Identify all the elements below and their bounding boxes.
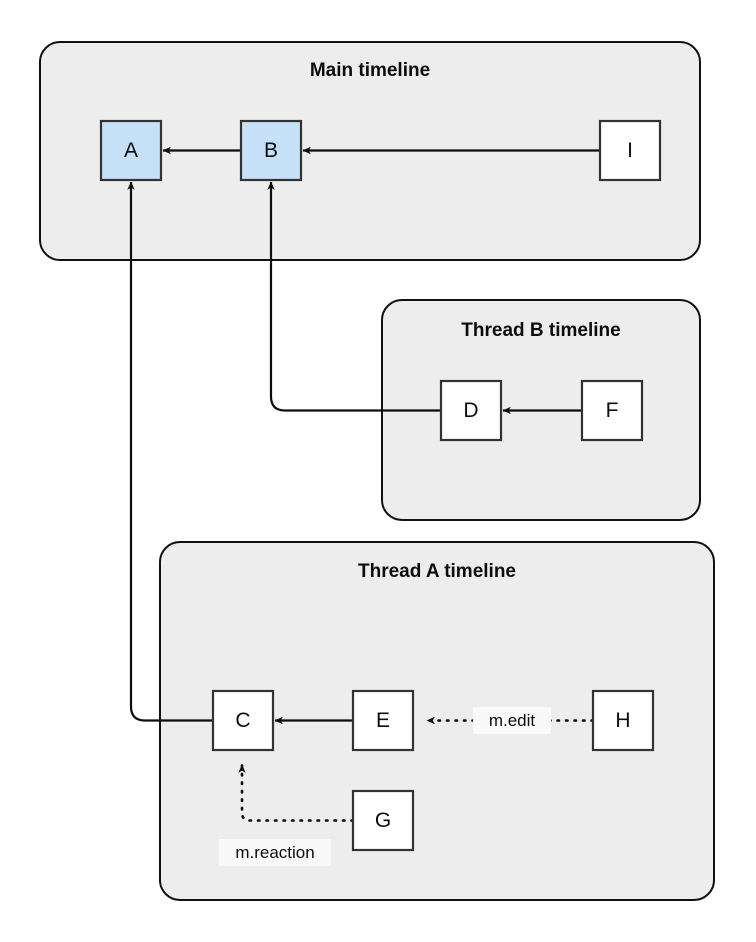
event-node-b-label: B (264, 139, 278, 162)
event-node-c[interactable]: C (211, 689, 275, 752)
diagram-edge-labels: m.edit m.reaction (219, 707, 551, 866)
edge-c-to-a[interactable] (127, 181, 213, 722)
event-node-h-label: H (615, 709, 630, 732)
container-thread-b-timeline-title: Thread B timeline (461, 320, 620, 341)
event-node-g-rect (351, 789, 415, 852)
event-node-d-rect (439, 379, 503, 442)
event-node-d[interactable]: D (439, 379, 503, 442)
event-node-f[interactable]: F (580, 379, 644, 442)
event-node-b-rect (239, 119, 303, 182)
edge-label-m-edit-text: m.edit (489, 711, 536, 730)
event-node-e[interactable]: E (351, 689, 415, 752)
container-thread-a-timeline-title: Thread A timeline (358, 561, 516, 582)
event-node-g[interactable]: G (351, 789, 415, 852)
event-node-f-label: F (606, 399, 619, 422)
event-node-i-label: I (627, 139, 633, 162)
diagram-event-nodes: A B I D F C (99, 119, 662, 852)
event-node-e-rect (351, 689, 415, 752)
event-node-e-label: E (376, 709, 390, 732)
event-node-a[interactable]: A (99, 119, 163, 182)
edge-g-to-c-m-reaction[interactable] (238, 763, 355, 822)
edge-label-m-reaction-bg (219, 839, 331, 866)
edge-label-m-reaction-text: m.reaction (235, 843, 314, 862)
event-node-i-rect (598, 119, 662, 182)
event-node-d-label: D (463, 399, 478, 422)
container-main-timeline-title: Main timeline (310, 60, 430, 81)
edge-label-m-edit: m.edit (473, 707, 551, 734)
edge-label-m-edit-bg (473, 707, 551, 734)
timeline-containers: Main timeline Thread B timeline Thread A… (39, 41, 715, 901)
event-node-f-rect (580, 379, 644, 442)
event-node-g-label: G (375, 809, 391, 832)
event-node-a-label: A (124, 139, 138, 162)
event-node-b[interactable]: B (239, 119, 303, 182)
event-node-h[interactable]: H (591, 689, 655, 752)
event-node-c-rect (211, 689, 275, 752)
event-node-i[interactable]: I (598, 119, 662, 182)
edge-label-m-reaction: m.reaction (219, 839, 331, 866)
event-node-a-rect (99, 119, 163, 182)
event-node-h-rect (591, 689, 655, 752)
diagram-edges (127, 146, 600, 822)
event-node-c-label: C (235, 709, 250, 732)
edge-d-to-b[interactable] (267, 181, 441, 412)
